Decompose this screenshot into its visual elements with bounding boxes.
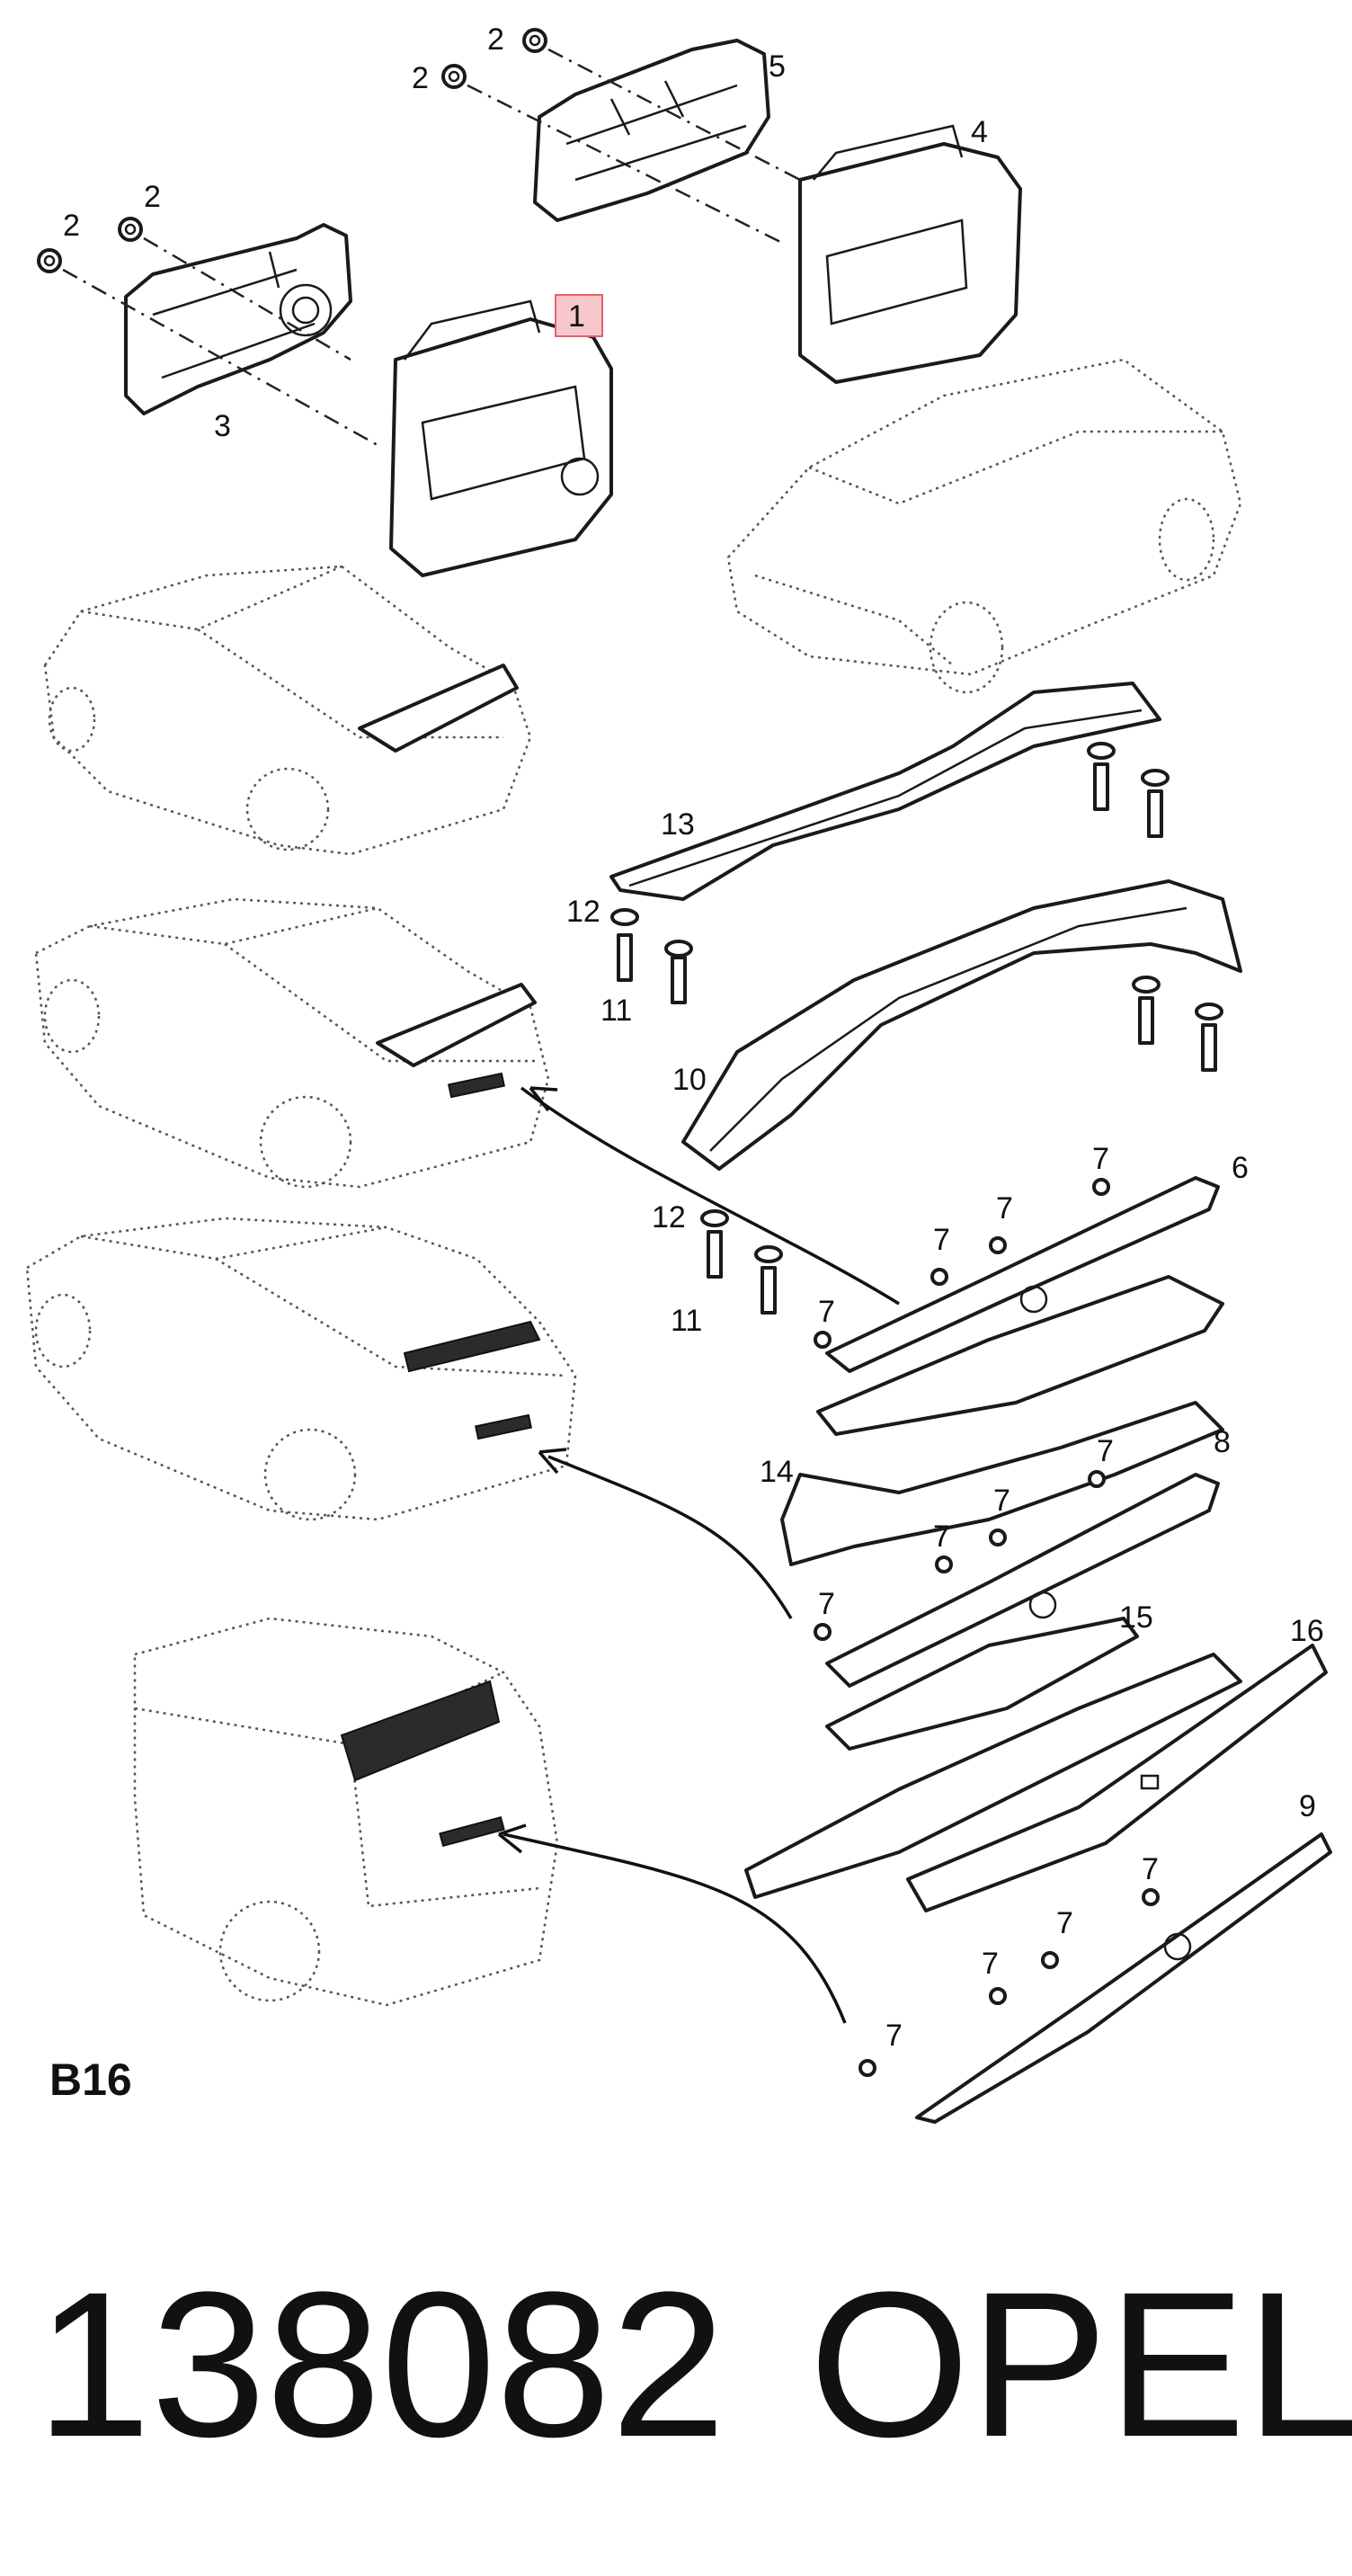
callout-1-highlight [555,294,603,337]
callout-2: 2 [412,61,429,95]
callout-11: 11 [600,994,632,1028]
callout-7: 7 [993,1484,1010,1518]
callout-7: 7 [1142,1852,1159,1886]
callout-labels: 1 2 2 2 2 3 4 5 6 7 7 7 7 7 7 7 7 7 7 7 … [63,22,1324,2053]
moulding-6 [825,1176,1220,1373]
callout-14: 14 [760,1455,794,1489]
washer-icons [610,742,1223,1263]
moulding-15 [825,1617,1139,1751]
spoiler-10 [681,879,1242,1171]
callout-7: 7 [1092,1142,1109,1176]
car-rear-illustration-3 [25,1217,577,1521]
callout-7: 7 [1056,1906,1073,1940]
footer: 138082 OPEL [36,2239,1352,2491]
callout-11: 11 [671,1304,702,1338]
callout-7: 7 [933,1520,950,1554]
callout-8: 8 [1214,1425,1231,1459]
car-rear-illustration-1 [43,565,532,856]
car-front-illustration [726,358,1242,694]
callout-12: 12 [566,895,600,929]
callout-16: 16 [1290,1614,1324,1648]
spoiler-16a [744,1653,1242,1899]
callout-7: 7 [818,1295,835,1329]
callout-7: 7 [982,1947,999,1981]
car-van-illustration [133,1617,559,2007]
assembly-lines [62,48,801,447]
callout-7: 7 [996,1191,1013,1226]
callout-12: 12 [652,1200,686,1235]
callout-3: 3 [214,409,231,443]
callout-13: 13 [661,807,695,842]
callout-10: 10 [672,1063,707,1097]
callout-2: 2 [63,209,80,243]
section-label: B16 [49,2055,132,2105]
callout-5: 5 [769,49,786,84]
callout-7: 7 [885,2019,903,2053]
callout-15: 15 [1119,1600,1153,1635]
callout-4: 4 [971,115,988,149]
handle-bezel-right [533,39,770,222]
callout-7: 7 [933,1223,950,1257]
callout-6: 6 [1232,1151,1249,1185]
callout-1: 1 [568,299,585,334]
spoiler-13 [609,682,1161,901]
spoiler-16b [906,1644,1328,1912]
car-rear-illustration-2 [34,897,550,1189]
handle-bezel-left [124,223,352,415]
moulding-8 [825,1473,1220,1688]
callout-9: 9 [1299,1789,1316,1823]
callout-7: 7 [1097,1434,1114,1468]
brand-name: OPEL [809,2249,1352,2480]
nut-icons [37,28,547,273]
moulding-14 [816,1275,1224,1436]
callout-7: 7 [818,1587,835,1621]
door-handle-4 [798,124,1022,384]
bolt-icons [617,762,1217,1315]
moulding-9 [915,1832,1332,2124]
part-number: 138082 [36,2249,726,2480]
clip-icons [814,1178,1160,2077]
pointer-arrows [497,1086,900,2024]
callout-2: 2 [487,22,504,57]
spoiler-14 [780,1401,1224,1566]
callout-2: 2 [144,180,161,214]
door-handle-1 [389,299,613,577]
